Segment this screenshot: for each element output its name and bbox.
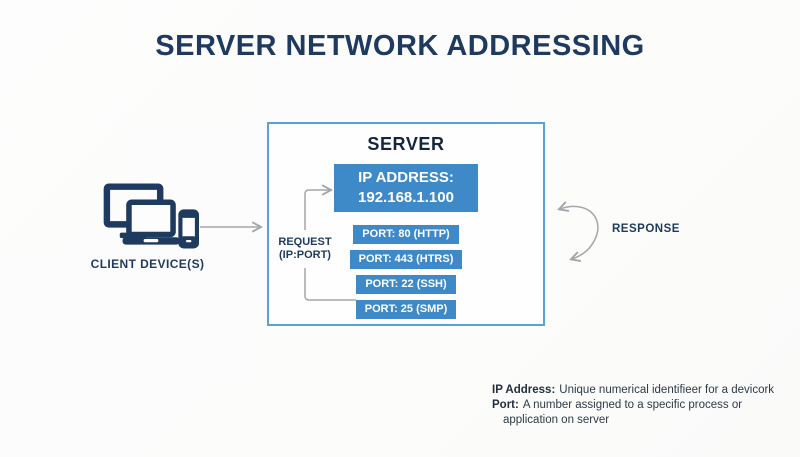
server-box-title: SERVER <box>367 134 445 154</box>
ip-address-value: 192.168.1.100 <box>358 189 454 206</box>
footnote-ip-address: IP Address:Unique numerical identifieer … <box>492 383 792 398</box>
footnote-port: Port:A number assigned to a specific pro… <box>492 398 792 413</box>
port-box-25: PORT: 25 (SMP) <box>355 300 457 319</box>
port-box-80: PORT: 80 (HTTP) <box>353 225 459 244</box>
port-box-443: PORT: 443 (HTRS) <box>349 250 463 269</box>
footnote-port-continuation: application on server <box>492 413 792 428</box>
client-devices-icon <box>103 183 199 249</box>
client-devices-label: CLIENT DEVICE(S) <box>90 257 205 271</box>
request-bracket-icon <box>304 182 356 301</box>
footnote-port-text: A number assigned to a specific process … <box>522 399 743 411</box>
response-label: RESPONSE <box>612 223 680 235</box>
port-list: PORT: 80 (HTTP) PORT: 443 (HTRS) PORT: 2… <box>269 225 543 319</box>
request-label-line1: REQUEST <box>278 236 332 248</box>
request-label: REQUEST (IP:PORT) <box>263 236 347 261</box>
server-box: SERVER IP ADDRESS: 192.168.1.100 PORT: 8… <box>267 122 545 326</box>
page-title: SERVER NETWORK ADDRESSING <box>155 30 645 62</box>
ip-address-label: IP ADDRESS: <box>358 169 454 186</box>
footnotes: IP Address:Unique numerical identifieer … <box>492 383 792 428</box>
ip-address-box: IP ADDRESS: 192.168.1.100 <box>334 164 478 212</box>
footnote-port-text-2: application on server <box>503 414 610 426</box>
footnote-port-term: Port: <box>492 399 519 411</box>
request-label-line2: (IP:PORT) <box>279 248 331 261</box>
response-curved-arrow-icon <box>548 196 599 268</box>
arrow-right-icon <box>200 220 268 234</box>
footnote-ip-term: IP Address: <box>492 384 556 396</box>
port-box-22: PORT: 22 (SSH) <box>356 275 456 294</box>
footnote-ip-text: Unique numerical identifieer for a devic… <box>559 384 775 396</box>
